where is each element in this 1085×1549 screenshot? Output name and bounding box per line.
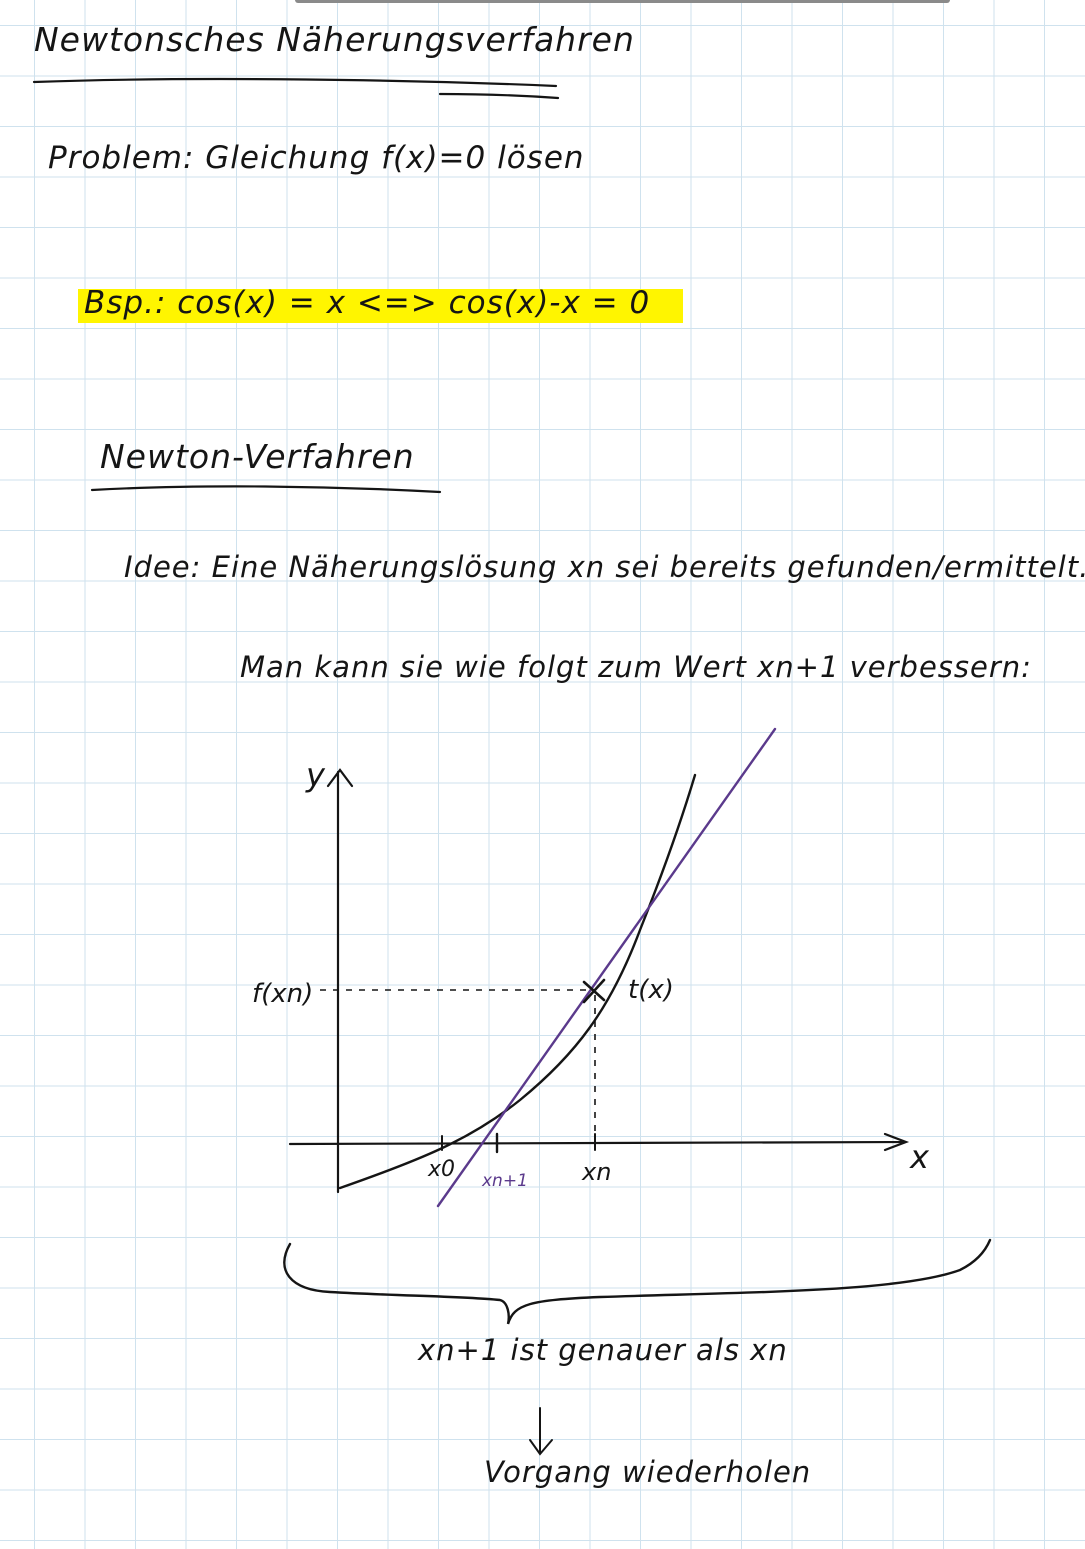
page-title: Newtonsches Näherungsverfahren bbox=[34, 20, 635, 59]
improve-text: Man kann sie wie folgt zum Wert xn+1 ver… bbox=[240, 650, 1032, 684]
x0-label: x0 bbox=[427, 1157, 455, 1182]
repeat-text: Vorgang wiederholen bbox=[484, 1455, 812, 1489]
down-arrow bbox=[529, 1407, 553, 1456]
tangent-line bbox=[436, 727, 777, 1208]
xn1-label: xn+1 bbox=[481, 1171, 528, 1191]
function-curve bbox=[338, 773, 697, 1190]
tangent-label: t(x) bbox=[628, 975, 674, 1005]
point-marker bbox=[582, 978, 606, 1004]
example-highlight bbox=[78, 289, 683, 323]
subtitle-underline bbox=[90, 485, 442, 494]
example-equation: Bsp.: cos(x) = x <=> cos(x)-x = 0 bbox=[84, 285, 651, 321]
idea-text: Idee: Eine Näherungslösung xn sei bereit… bbox=[124, 550, 1085, 584]
y-axis bbox=[326, 768, 354, 1194]
conclusion-text: xn+1 ist genauer als xn bbox=[418, 1333, 788, 1367]
x-axis-label: x bbox=[909, 1138, 930, 1176]
title-underline bbox=[32, 77, 560, 100]
x-axis bbox=[288, 1132, 910, 1152]
section-title: Newton-Verfahren bbox=[100, 437, 415, 476]
y-axis-label: y bbox=[305, 756, 326, 794]
curly-brace bbox=[283, 1238, 992, 1325]
f-xn-label: f(xn) bbox=[252, 979, 313, 1009]
problem-statement: Problem: Gleichung f(x)=0 lösen bbox=[48, 140, 585, 176]
window-top-bar bbox=[295, 0, 950, 3]
xn-label: xn bbox=[581, 1158, 611, 1186]
